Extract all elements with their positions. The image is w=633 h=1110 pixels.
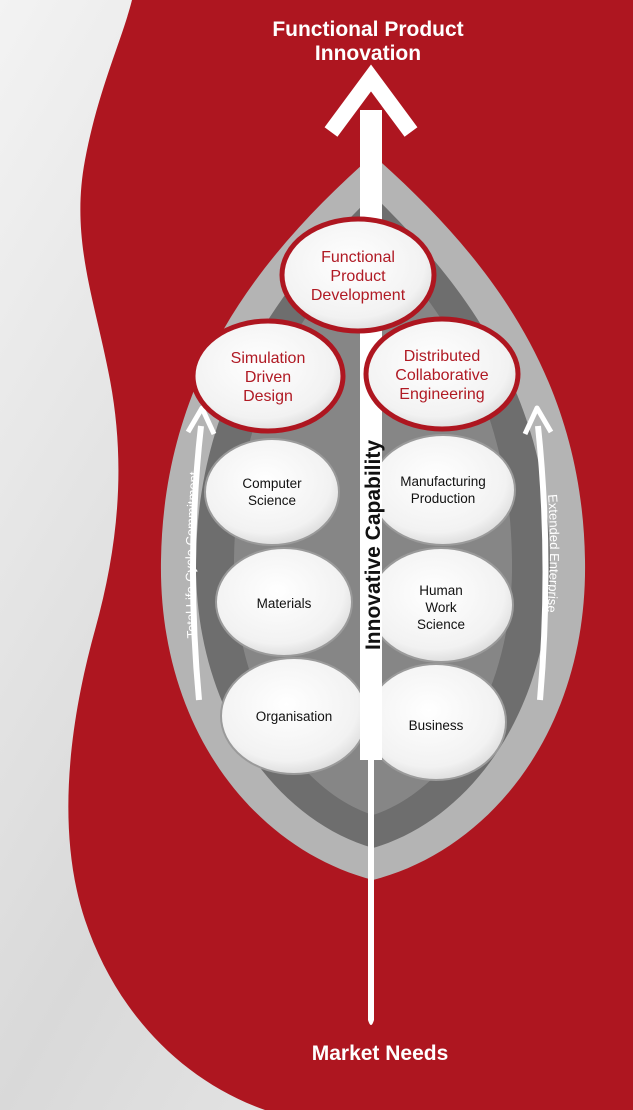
node-distributed-collaborative-engineering: Distributed Collaborative Engineering (363, 316, 521, 432)
business-label: Business (409, 718, 464, 733)
fpd-line3: Development (311, 287, 406, 304)
simulation-line1: Simulation (231, 350, 306, 367)
left-arrow-head (185, 405, 217, 436)
base-node-business: Business (365, 663, 507, 781)
fpd-line1: Functional (321, 249, 395, 266)
right-arrow-label-path: Extended Enterprise (544, 494, 562, 614)
base-node-human-work: Human Work Science (368, 547, 514, 663)
simulation-line2: Driven (245, 369, 291, 386)
center-axis-label: Innovative Capability (362, 440, 385, 650)
center-arrow-tail (368, 760, 374, 1025)
human-work-line3: Science (417, 617, 465, 632)
distributed-line1: Distributed (404, 348, 480, 365)
right-arrow-label: Extended Enterprise (544, 494, 562, 614)
fpd-line2: Product (330, 268, 386, 285)
computer-science-line1: Computer (242, 476, 302, 491)
left-arrow-label-path: Total Life-Cycle Commitment (183, 471, 202, 639)
bottom-label: Market Needs (312, 1042, 449, 1065)
base-node-organisation: Organisation (220, 657, 368, 775)
title-line1: Functional Product (272, 18, 463, 41)
center-arrow-shaft (360, 110, 382, 760)
node-simulation-driven-design: Simulation Driven Design (190, 318, 346, 434)
left-arrow-label: Total Life-Cycle Commitment (183, 471, 202, 639)
materials-label: Materials (257, 596, 312, 611)
base-node-materials: Materials (215, 547, 353, 657)
center-arrow-head (324, 64, 418, 137)
organisation-label: Organisation (256, 709, 333, 724)
human-work-line2: Work (425, 600, 457, 615)
left-arrow-curve (189, 425, 204, 701)
node-functional-product-development: Functional Product Development (279, 216, 437, 334)
distributed-line3: Engineering (399, 386, 484, 403)
distributed-line2: Collaborative (395, 367, 488, 384)
base-node-computer-science: Computer Science (204, 438, 340, 546)
right-arrow-head (522, 405, 554, 436)
human-work-line1: Human (419, 583, 463, 598)
simulation-line3: Design (243, 388, 293, 405)
manufacturing-line2: Production (411, 491, 476, 506)
computer-science-line2: Science (248, 493, 296, 508)
right-arrow-curve (535, 425, 549, 701)
title-line2: Innovation (315, 42, 421, 65)
base-node-manufacturing: Manufacturing Production (370, 434, 516, 546)
manufacturing-line1: Manufacturing (400, 474, 486, 489)
